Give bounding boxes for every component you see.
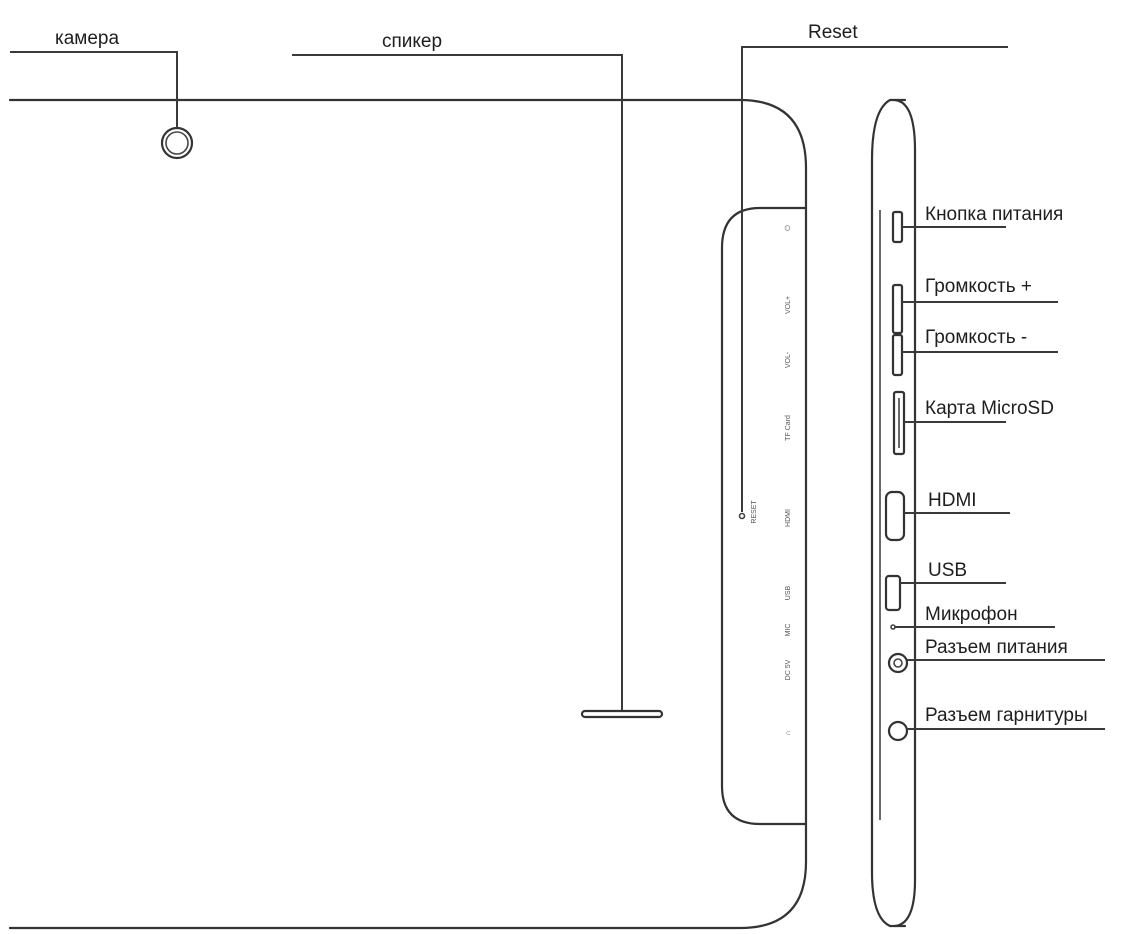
bezel-markings: ⏻ VOL+ VOL- TF Card RESET HDMI USB MIC D… — [751, 225, 792, 736]
microphone-label: Микрофон — [925, 604, 1018, 625]
mark-reset: RESET — [751, 500, 758, 524]
power-jack — [887, 652, 909, 674]
power-jack-inner — [893, 658, 903, 668]
hdmi-label: HDMI — [928, 490, 977, 511]
hdmi-port — [884, 490, 906, 542]
volume-up-button — [891, 283, 904, 335]
speaker-grille — [580, 709, 664, 719]
mark-mic: MIC — [785, 624, 792, 637]
volume-down-label: Громкость - — [925, 327, 1027, 348]
right-leader-lines — [895, 226, 1105, 730]
speaker-leader-line — [292, 54, 623, 712]
camera-lens-inner — [165, 131, 189, 155]
reset-leader-line — [741, 46, 1008, 512]
headset-jack — [887, 720, 909, 742]
reset-label: Reset — [808, 22, 858, 43]
mark-headphone: ∩ — [785, 730, 792, 735]
camera-leader-line — [10, 51, 178, 128]
mark-hdmi: HDMI — [785, 509, 792, 527]
power-button — [891, 210, 904, 244]
camera-label: камера — [55, 28, 119, 49]
side-bezel-outline — [720, 206, 808, 826]
volume-up-label: Громкость + — [925, 276, 1032, 297]
usb-port — [884, 574, 902, 612]
tablet-back-outline — [8, 98, 808, 930]
mark-vol-plus: VOL+ — [785, 296, 792, 314]
side-profile-back — [893, 98, 917, 928]
usb-label: USB — [928, 560, 967, 581]
reset-hole — [738, 512, 746, 520]
mark-power-icon: ⏻ — [784, 225, 792, 231]
mark-usb: USB — [785, 585, 792, 600]
headset-jack-label: Разъем гарнитуры — [925, 705, 1088, 726]
mark-tf-card: TF Card — [785, 415, 792, 441]
speaker-label: спикер — [382, 31, 442, 52]
side-profile-outline — [870, 98, 907, 928]
microsd-label: Карта MicroSD — [925, 398, 1054, 419]
power-jack-label: Разъем питания — [925, 637, 1068, 658]
mark-dc: DC 5V — [785, 659, 792, 680]
power-button-label: Кнопка питания — [925, 204, 1063, 225]
mark-vol-minus: VOL- — [785, 351, 792, 368]
microphone-hole — [890, 624, 896, 630]
volume-down-button — [891, 333, 904, 377]
